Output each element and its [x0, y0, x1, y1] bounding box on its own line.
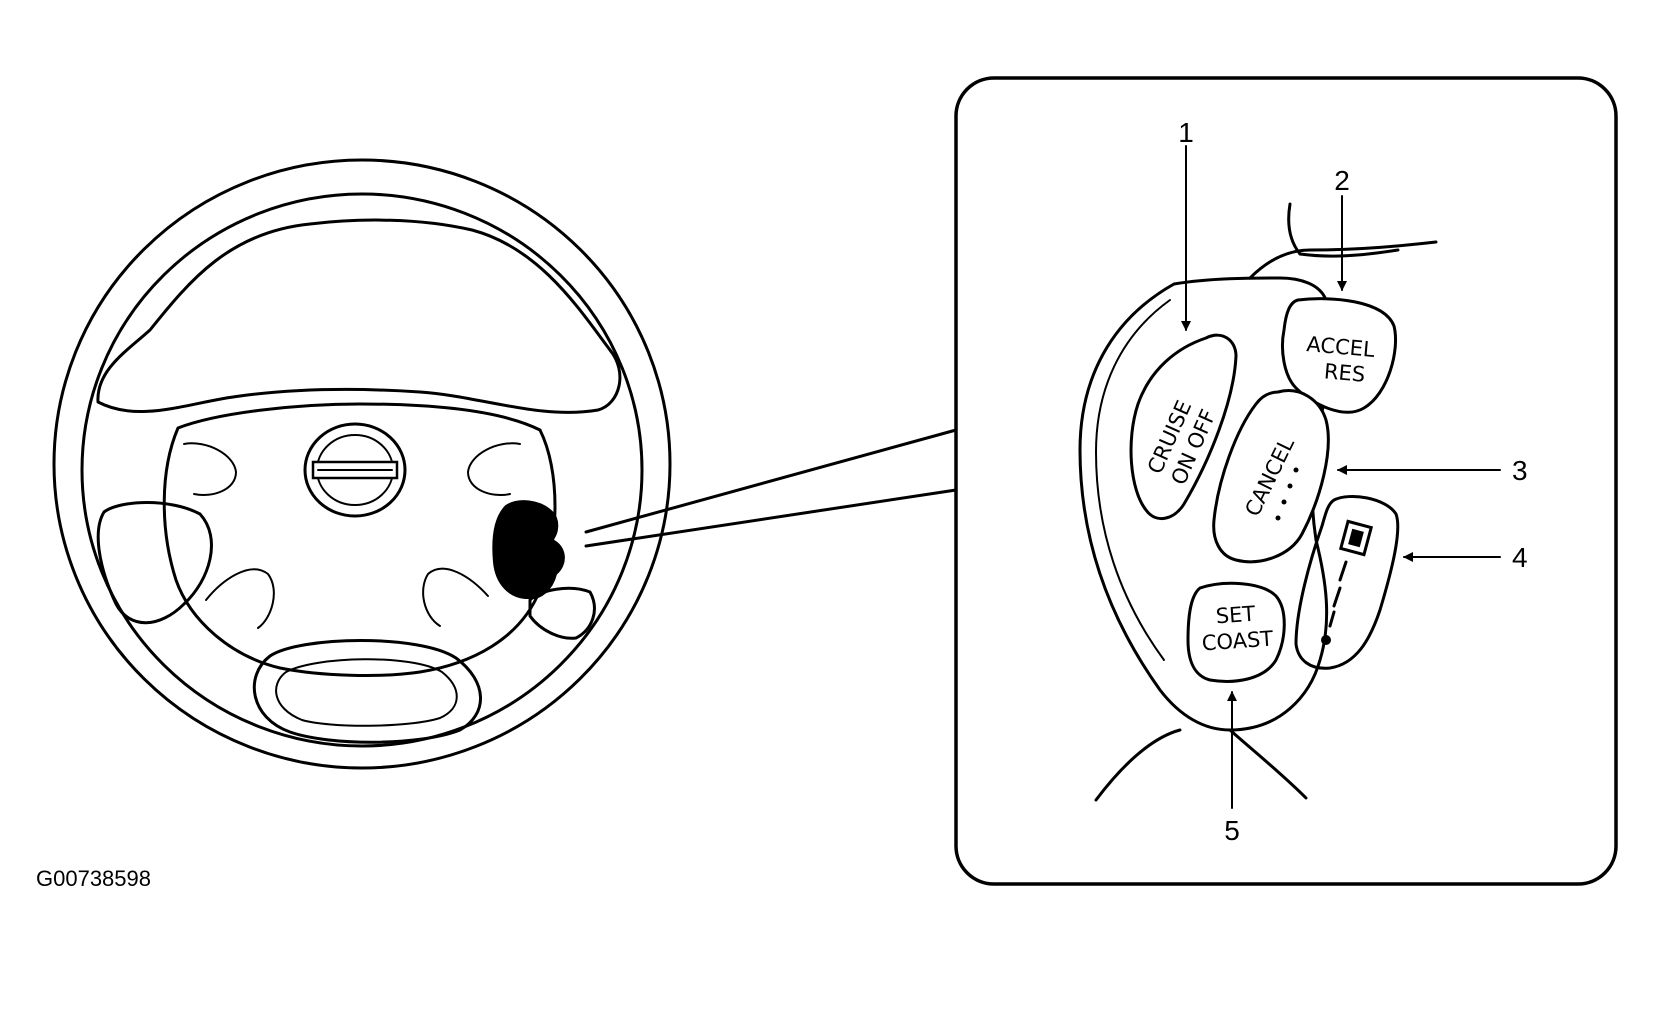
column-stalk-lower — [1248, 240, 1438, 280]
callout-label-4: 4 — [1512, 542, 1528, 573]
set-indicator-panel — [1294, 495, 1400, 670]
steering-wheel — [52, 158, 672, 770]
callout-label-5: 5 — [1224, 815, 1240, 846]
set-coast-label-line2: COAST — [1201, 627, 1274, 656]
wheel-rim-inner — [80, 192, 644, 748]
wheel-bottom-spoke — [252, 639, 482, 744]
switch-housing-inner — [1095, 299, 1171, 661]
callout-label-1: 1 — [1178, 117, 1194, 148]
hub-right-lobe — [467, 442, 521, 496]
hub-left-lobe — [183, 442, 237, 496]
switch-housing — [1078, 276, 1332, 732]
accel-res-button[interactable] — [1281, 297, 1397, 414]
magnifier-line-upper — [584, 428, 958, 534]
wheel-rim-outer — [52, 158, 672, 770]
airbag-hub — [162, 402, 557, 677]
hub-lower-left-groove — [205, 568, 275, 629]
wheel-right-spoke — [528, 586, 596, 640]
figure-reference-code: G00738598 — [36, 866, 151, 891]
cruise-on-off-button[interactable] — [1129, 333, 1238, 520]
wheel-upper-spoke — [96, 218, 622, 414]
hub-lower-right-groove — [422, 567, 489, 627]
set-coast-button[interactable] — [1186, 581, 1286, 683]
accel-res-label-line1: ACCEL — [1306, 332, 1376, 362]
callout-label-3: 3 — [1512, 455, 1528, 486]
set-coast-label-line1: SET — [1215, 602, 1256, 629]
hand-left — [1094, 728, 1182, 802]
set-indicator-icon — [1321, 519, 1374, 645]
cancel-button[interactable] — [1212, 389, 1330, 564]
wheel-bottom-spoke-inner — [275, 658, 458, 727]
column-stalk-upper — [1298, 248, 1400, 258]
hand-right — [1228, 728, 1308, 800]
cruise-switch-location-marker — [492, 500, 565, 600]
accel-res-label-line2: RES — [1323, 359, 1366, 386]
switch-assembly: ACCEL RES CRUISE ON OFF CANCEL SET COAST — [1078, 202, 1438, 802]
wheel-left-spoke — [96, 501, 213, 625]
cancel-dots — [1275, 467, 1299, 521]
emblem-icon — [303, 422, 407, 518]
magnifier-line-lower — [584, 488, 958, 548]
callout-label-2: 2 — [1334, 165, 1350, 196]
